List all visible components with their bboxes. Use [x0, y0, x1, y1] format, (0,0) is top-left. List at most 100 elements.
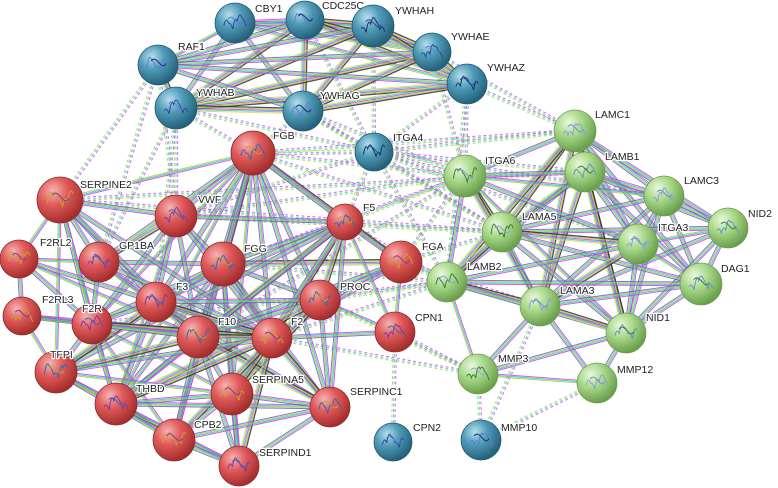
node-f5[interactable]: F5: [326, 201, 377, 241]
node-serpinc1[interactable]: SERPINC1: [309, 385, 404, 428]
edge-strand: [464, 176, 638, 246]
node-lama3[interactable]: LAMA3: [519, 284, 596, 327]
node-cpb2[interactable]: CPB2: [152, 418, 223, 462]
node-f3[interactable]: F3: [135, 280, 190, 323]
node-gp1ba[interactable]: GP1BA: [78, 239, 155, 283]
node-bubble[interactable]: [299, 279, 341, 321]
node-fga[interactable]: FGA: [379, 240, 445, 284]
protein-structure-icon: [421, 44, 443, 59]
node-bubble[interactable]: [679, 262, 723, 306]
node-bubble[interactable]: [481, 211, 523, 253]
node-proc[interactable]: PROC: [299, 279, 372, 321]
node-label-f2rl3: F2RL3: [42, 294, 74, 306]
edge-strand: [236, 337, 270, 466]
node-bubble[interactable]: [218, 445, 260, 487]
node-bubble[interactable]: [374, 311, 416, 353]
node-itga3[interactable]: ITGA3: [617, 221, 690, 265]
edges-layer: [16, 16, 731, 469]
node-bubble[interactable]: [446, 63, 488, 105]
node-bubble[interactable]: [34, 350, 78, 394]
node-tfpi[interactable]: TFPI: [34, 348, 78, 394]
node-f10[interactable]: F10: [176, 315, 238, 359]
node-ywhag[interactable]: YWHAG: [282, 89, 361, 132]
node-bubble[interactable]: [154, 86, 198, 130]
node-bubble[interactable]: [137, 44, 179, 86]
node-bubble[interactable]: [326, 203, 364, 241]
node-bubble[interactable]: [564, 151, 606, 193]
node-bubble[interactable]: [576, 362, 618, 404]
protein-structure-icon: [469, 432, 493, 447]
node-itga6[interactable]: ITGA6: [443, 154, 517, 198]
node-f2[interactable]: F2: [251, 315, 305, 359]
node-bubble[interactable]: [94, 382, 138, 426]
edge-ywhah-ywhab: [174, 23, 375, 112]
node-bubble[interactable]: [210, 372, 254, 416]
node-nid2[interactable]: NID2: [707, 207, 773, 249]
edge-strand: [54, 219, 345, 371]
protein-structure-icon: [295, 104, 312, 113]
node-bubble[interactable]: [0, 239, 39, 279]
node-lamc1[interactable]: LAMC1: [553, 108, 631, 153]
node-bubble[interactable]: [373, 422, 413, 462]
node-fgg[interactable]: FGG: [200, 241, 268, 287]
node-serpine2[interactable]: SERPINE2: [36, 176, 133, 224]
node-ywhah[interactable]: YWHAH: [351, 4, 435, 48]
node-bubble[interactable]: [643, 175, 685, 217]
node-cpn1[interactable]: CPN1: [374, 311, 444, 353]
node-ywhaz[interactable]: YWHAZ: [446, 61, 527, 105]
edge-f2rl2-f10: [18, 257, 199, 339]
node-bubble[interactable]: [71, 303, 113, 345]
node-bubble[interactable]: [457, 353, 499, 395]
node-bubble[interactable]: [2, 296, 42, 336]
node-serpind1[interactable]: SERPIND1: [218, 445, 313, 487]
node-bubble[interactable]: [605, 312, 647, 354]
node-itga4[interactable]: ITGA4: [354, 131, 425, 172]
node-f2r[interactable]: F2R: [71, 302, 113, 345]
protein-structure-icon: [163, 99, 189, 115]
node-bubble[interactable]: [230, 130, 276, 176]
node-dag1[interactable]: DAG1: [679, 262, 751, 306]
protein-structure-icon: [163, 206, 189, 223]
node-cpn2[interactable]: CPN2: [373, 421, 442, 462]
node-bubble[interactable]: [309, 386, 351, 428]
protein-structure-icon: [455, 75, 479, 91]
edge-strand: [157, 65, 468, 86]
node-mmp10[interactable]: MMP10: [460, 419, 539, 461]
node-bubble[interactable]: [460, 419, 502, 461]
node-ywhae[interactable]: YWHAE: [412, 30, 491, 72]
node-bubble[interactable]: [617, 223, 659, 265]
node-bubble[interactable]: [412, 32, 452, 72]
node-bubble[interactable]: [426, 261, 468, 303]
node-fgb[interactable]: FGB: [230, 129, 296, 176]
node-mmp12[interactable]: MMP12: [576, 362, 655, 404]
node-bubble[interactable]: [200, 241, 246, 287]
edge-strand: [60, 197, 503, 231]
node-lamb2[interactable]: LAMB2: [426, 260, 503, 303]
node-lamb1[interactable]: LAMB1: [564, 150, 641, 193]
node-bubble[interactable]: [351, 4, 395, 48]
node-bubble[interactable]: [251, 317, 293, 359]
node-lama5[interactable]: LAMA5: [481, 210, 558, 253]
node-vwf[interactable]: VWF: [154, 193, 223, 238]
node-bubble[interactable]: [214, 2, 256, 44]
node-thbd[interactable]: THBD: [94, 382, 166, 426]
node-mmp3[interactable]: MMP3: [457, 352, 530, 395]
edge-strand: [502, 230, 702, 284]
node-bubble[interactable]: [78, 241, 120, 283]
node-bubble[interactable]: [553, 109, 597, 153]
node-nid1[interactable]: NID1: [605, 311, 671, 354]
node-lamc3[interactable]: LAMC3: [643, 174, 720, 217]
protein-structure-icon: [308, 291, 332, 307]
node-raf1[interactable]: RAF1: [137, 40, 206, 86]
node-f2rl2[interactable]: F2RL2: [0, 236, 73, 279]
node-bubble[interactable]: [707, 207, 749, 249]
node-cby1[interactable]: CBY1: [214, 2, 284, 44]
node-bubble[interactable]: [154, 194, 198, 238]
node-cdc25c[interactable]: CDC25C: [285, 0, 366, 40]
node-ywhab[interactable]: YWHAB: [154, 86, 236, 130]
node-serpina5[interactable]: SERPINA5: [210, 372, 305, 416]
node-bubble[interactable]: [282, 90, 324, 132]
node-f2rl3[interactable]: F2RL3: [2, 293, 75, 336]
edge-strand: [176, 27, 375, 112]
node-bubble[interactable]: [379, 240, 423, 284]
